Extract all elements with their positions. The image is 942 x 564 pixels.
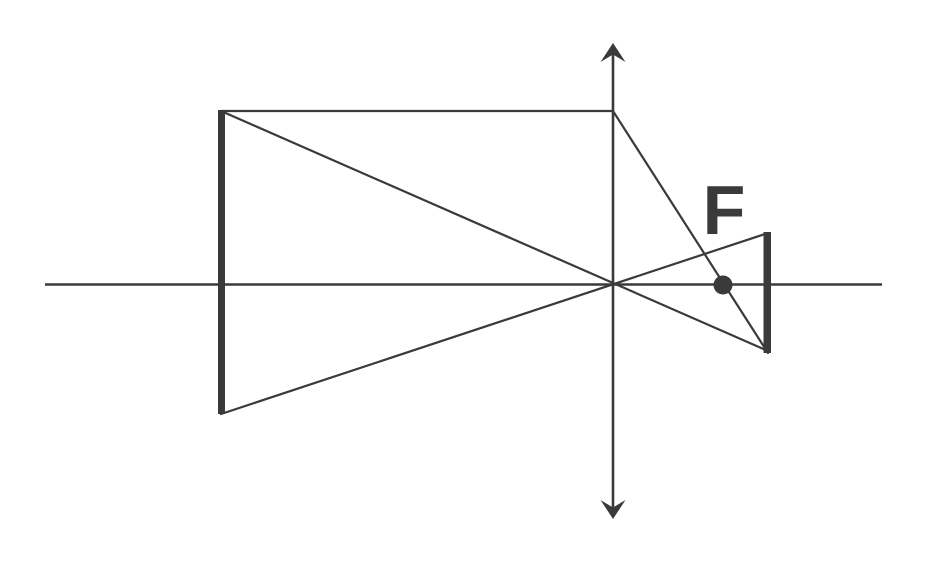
focal-point-label: F: [703, 171, 746, 249]
ray-object-bottom-central: [219, 231, 770, 416]
ray-object-top-central: [219, 109, 770, 353]
lens-arrow-up-icon: [600, 43, 626, 62]
object-bar: [218, 110, 225, 414]
focal-point-dot: [713, 275, 733, 295]
image-bar: [763, 232, 771, 353]
ray-refracted-through-focus: [611, 109, 770, 355]
lens-arrow-down-icon: [600, 500, 626, 519]
